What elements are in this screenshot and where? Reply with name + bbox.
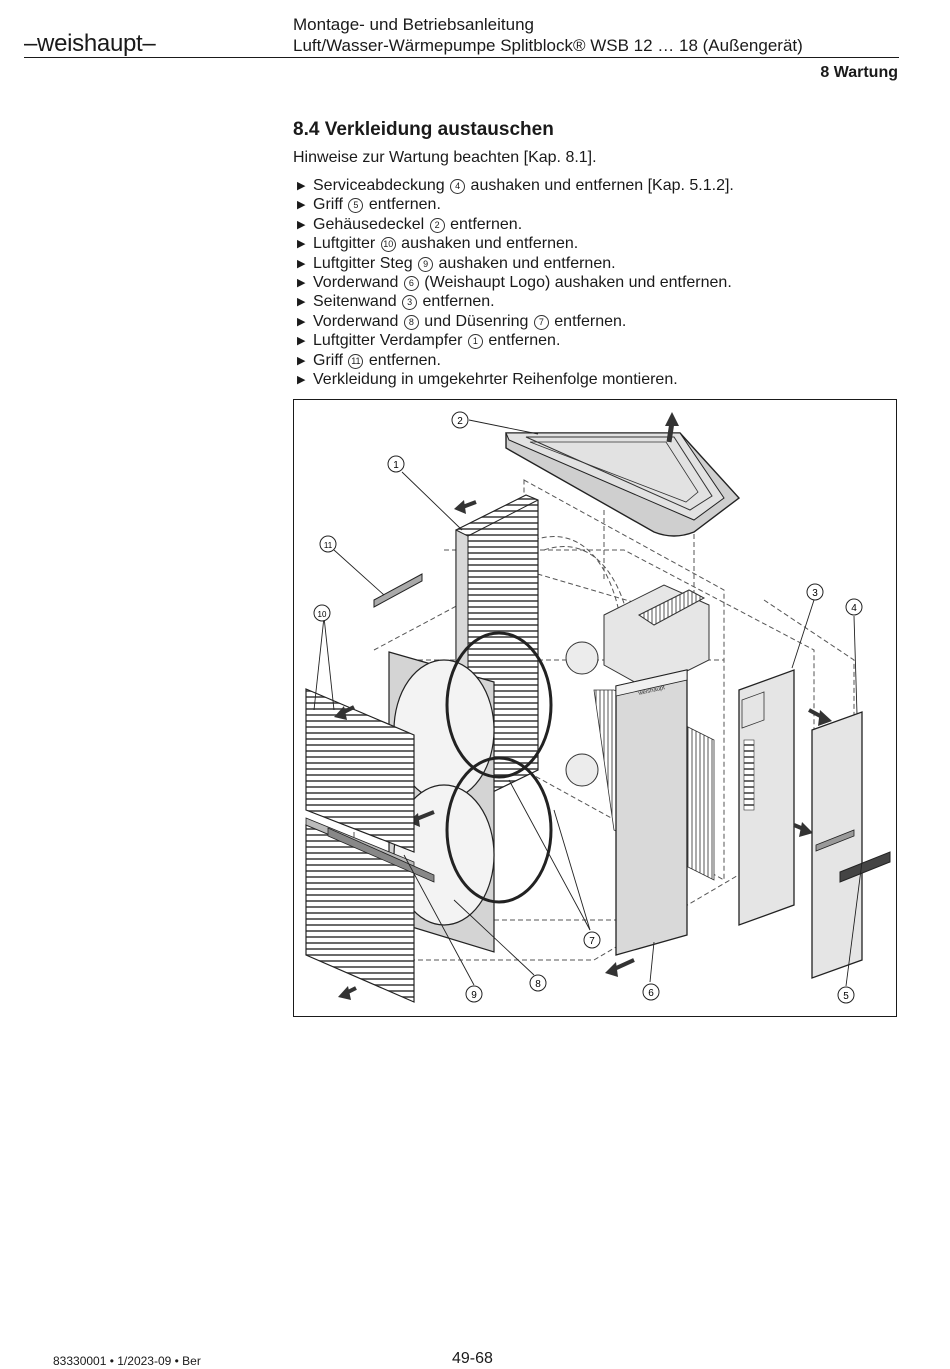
exploded-view-figure: weishaupt xyxy=(293,399,897,1017)
callout-ref: 2 xyxy=(429,217,445,233)
front-wall-nozzle xyxy=(388,631,553,953)
callout-8: 8 xyxy=(529,974,547,992)
callout-9: 9 xyxy=(465,985,483,1003)
callout-ref: 5 xyxy=(348,198,364,214)
callout-ref: 1 xyxy=(467,334,483,350)
front-wall-logo: weishaupt xyxy=(605,669,688,977)
callout-11: 11 xyxy=(319,535,337,553)
side-wall xyxy=(738,669,832,926)
page-number: 49-68 xyxy=(452,1350,493,1367)
step-item: ▶Vorderwand 6 (Weishaupt Logo) aushaken … xyxy=(297,273,734,292)
header-rule xyxy=(24,57,899,58)
bullet-triangle-icon: ▶ xyxy=(297,199,306,212)
callout-10: 10 xyxy=(313,604,331,622)
svg-text:6: 6 xyxy=(648,988,654,999)
bullet-triangle-icon: ▶ xyxy=(297,354,306,367)
callout-ref: 10 xyxy=(380,237,396,253)
svg-text:5: 5 xyxy=(843,991,849,1002)
callout-ref: 6 xyxy=(403,275,419,291)
step-item: ▶Seitenwand 3 entfernen. xyxy=(297,292,734,311)
step-item: ▶Griff 5 entfernen. xyxy=(297,195,734,214)
section-title: 8.4 Verkleidung austauschen xyxy=(293,119,554,140)
step-list: ▶Serviceabdeckung 4 aushaken und entfern… xyxy=(297,176,734,389)
step-item: ▶Luftgitter Verdampfer 1 entfernen. xyxy=(297,331,734,350)
callout-ref: 11 xyxy=(348,353,364,369)
svg-text:10: 10 xyxy=(318,610,327,619)
bullet-triangle-icon: ▶ xyxy=(297,180,306,192)
step-item: ▶Serviceabdeckung 4 aushaken und entfern… xyxy=(297,176,734,195)
svg-text:9: 9 xyxy=(471,990,477,1001)
header-product: Luft/Wasser-Wärmepumpe Splitblock® WSB 1… xyxy=(293,36,803,55)
callouts: 2 1 11 10 3 4 7 8 9 6 5 xyxy=(313,411,863,1004)
handle-5 xyxy=(839,851,891,883)
callout-ref: 3 xyxy=(402,295,418,311)
svg-text:11: 11 xyxy=(324,541,333,550)
chapter-tag: 8 Wartung xyxy=(820,64,898,81)
bullet-triangle-icon: ▶ xyxy=(297,218,306,231)
step-item: ▶Vorderwand 8 und Düsenring 7 entfernen. xyxy=(297,312,734,331)
bullet-triangle-icon: ▶ xyxy=(297,238,306,251)
air-grilles xyxy=(305,688,415,1003)
bullet-triangle-icon: ▶ xyxy=(297,296,306,309)
callout-ref: 8 xyxy=(403,314,419,330)
exploded-drawing: weishaupt xyxy=(305,411,891,1004)
brand-logo: –weishaupt– xyxy=(24,30,156,57)
bullet-triangle-icon: ▶ xyxy=(297,315,306,328)
callout-6: 6 xyxy=(642,983,660,1001)
callout-1: 1 xyxy=(387,455,405,473)
housing-cover xyxy=(505,412,741,537)
section-intro: Hinweise zur Wartung beachten [Kap. 8.1]… xyxy=(293,149,597,166)
leader-lines xyxy=(313,419,863,987)
callout-5: 5 xyxy=(837,986,855,1004)
svg-text:7: 7 xyxy=(589,936,595,947)
step-item: ▶Verkleidung in umgekehrter Reihenfolge … xyxy=(297,370,734,389)
callout-ref: 4 xyxy=(450,179,466,194)
callout-4: 4 xyxy=(845,598,863,616)
step-item: ▶Griff 11 entfernen. xyxy=(297,351,734,370)
bullet-triangle-icon: ▶ xyxy=(297,335,306,348)
callout-3: 3 xyxy=(806,583,824,601)
grille-bar xyxy=(327,827,435,883)
handle-11 xyxy=(373,573,423,608)
callout-ref: 7 xyxy=(533,314,549,330)
bullet-triangle-icon: ▶ xyxy=(297,373,306,386)
step-item: ▶Luftgitter Steg 9 aushaken und entferne… xyxy=(297,254,734,273)
step-item: ▶Gehäusedeckel 2 entfernen. xyxy=(297,215,734,234)
header-doc-type: Montage- und Betriebsanleitung xyxy=(293,15,534,34)
callout-ref: 9 xyxy=(418,256,434,272)
svg-text:4: 4 xyxy=(851,603,857,614)
callout-2: 2 xyxy=(451,411,469,429)
bullet-triangle-icon: ▶ xyxy=(297,257,306,270)
svg-text:8: 8 xyxy=(535,979,541,990)
service-cover xyxy=(811,711,863,979)
step-item: ▶Luftgitter 10 aushaken und entfernen. xyxy=(297,234,734,253)
callout-7: 7 xyxy=(583,931,601,949)
svg-text:2: 2 xyxy=(457,416,463,427)
bullet-triangle-icon: ▶ xyxy=(297,276,306,289)
svg-text:3: 3 xyxy=(812,588,818,599)
document-number: 83330001 • 1/2023-09 • Ber xyxy=(53,1354,201,1368)
svg-text:1: 1 xyxy=(393,460,399,471)
